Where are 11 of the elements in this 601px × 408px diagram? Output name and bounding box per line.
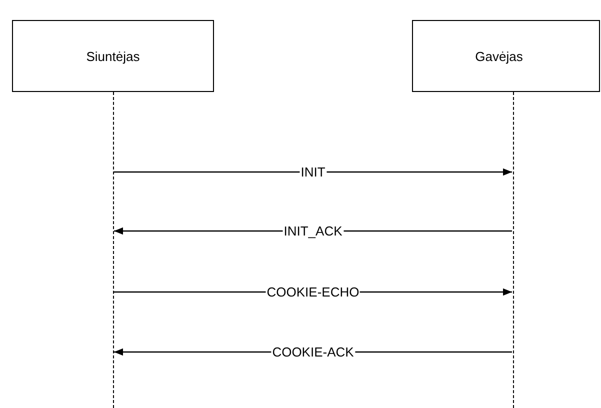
participant-box (12, 20, 214, 92)
participant-name: Siuntėjas (86, 48, 140, 64)
participant-name: Gavėjas (475, 48, 523, 64)
edge-label: INIT_ACK (282, 224, 344, 238)
lifeline (113, 92, 114, 408)
edge-label: COOKIE-ECHO (266, 284, 360, 300)
edge-label: INIT (300, 164, 326, 180)
participant-box (412, 20, 600, 92)
message-arrow (114, 168, 512, 176)
lifeline (513, 92, 514, 408)
edge-label: COOKIE-ACK (271, 344, 355, 360)
